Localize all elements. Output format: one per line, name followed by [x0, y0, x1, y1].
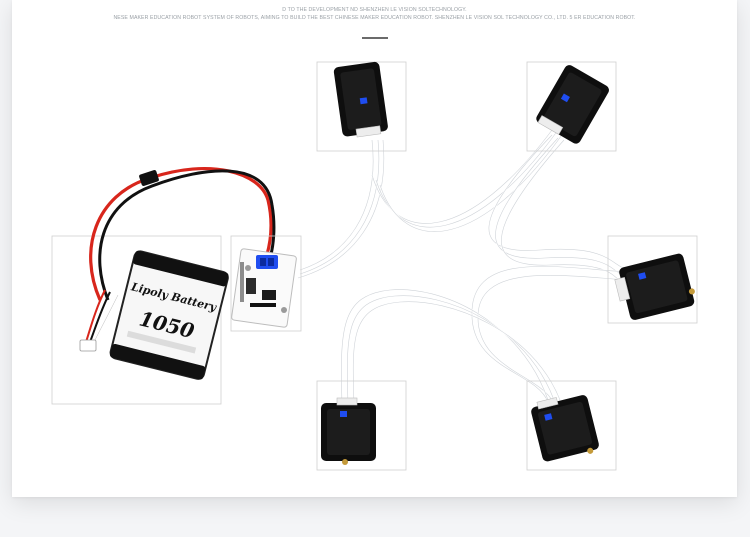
servo-frame-right — [607, 235, 698, 324]
servo-led-icon — [560, 93, 570, 103]
wire-bundle-bottom-right — [471, 265, 629, 403]
servo-right — [614, 253, 695, 320]
header-text-line-1: D TO THE DEVELOPMENT ND SHENZHEN LE VISI… — [282, 7, 467, 13]
servo-top-left — [333, 61, 388, 138]
servo-wires — [297, 129, 629, 406]
servo-led-icon — [544, 413, 553, 421]
wire-bundle-top-left — [297, 139, 385, 279]
servo-frame-bottom-left — [316, 380, 407, 471]
controller-blue-connector — [256, 255, 278, 269]
wire-bundle-right — [488, 134, 629, 287]
servo-led-icon — [340, 411, 347, 417]
controller-board — [231, 248, 297, 328]
servo-top-right — [536, 65, 609, 144]
battery-pack: Lipoly Battery 1050 — [109, 250, 229, 380]
servo-led-icon — [359, 97, 368, 105]
servo-bottom-right — [531, 395, 599, 462]
header-divider — [362, 37, 388, 39]
controller-frame — [230, 235, 302, 332]
wire-bundle-bottom-left — [340, 288, 561, 406]
servo-frame-bottom-right — [526, 380, 617, 471]
servo-frame-top-left — [316, 61, 407, 152]
battery-connector — [139, 170, 159, 186]
wire-bundle-top-right — [371, 129, 565, 233]
battery-wires — [79, 167, 276, 352]
battery-frame — [51, 235, 222, 405]
servo-bottom-left — [321, 397, 376, 465]
header-text-line-2: NESE MAKER EDUCATION ROBOT SYSTEM OF ROB… — [113, 15, 636, 21]
servo-frame-top-right — [526, 61, 617, 152]
balance-plug — [79, 339, 97, 352]
servo-led-icon — [638, 272, 647, 280]
